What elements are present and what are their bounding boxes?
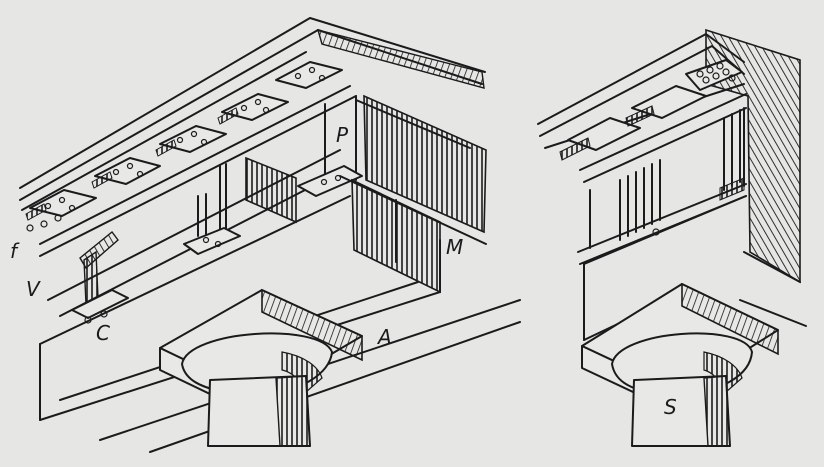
left-post-hatched [83,250,99,306]
cornice-top-edge [19,17,486,189]
frieze-line-2 [39,95,357,257]
cornice-top [537,33,745,125]
cornice-hatched-strip [316,29,485,89]
inner-cornice-line [355,99,471,149]
cornice-edge-3 [21,51,307,211]
mutule-r3 [685,59,743,91]
guttae-row [26,214,62,232]
architrave-right-r [743,251,801,283]
label-v: V [26,277,41,301]
left-corner-entablature [19,17,521,453]
bracket-c [71,289,129,319]
abacus-side-hatched [261,288,363,362]
triglyph-hatched [245,156,297,224]
label-p: P [336,123,349,147]
architrave-line-right [339,175,487,245]
label-f: f [10,239,20,263]
frieze-top-line [39,85,351,245]
right-corner-entablature [537,28,807,447]
label-c: C [96,321,110,345]
mutule-row [25,61,343,221]
architrave-front-top [39,195,351,345]
abacus-side-hatched-r [681,282,779,356]
guttae-cluster [696,62,736,84]
taenia-top [577,183,747,253]
frieze-top-r [579,93,747,171]
label-a: A [376,325,392,349]
label-m: M [446,235,463,259]
inner-wall-hatched [363,94,487,234]
mid-bracket [183,227,241,255]
right-bracket [297,165,363,197]
label-s: S [664,395,677,419]
